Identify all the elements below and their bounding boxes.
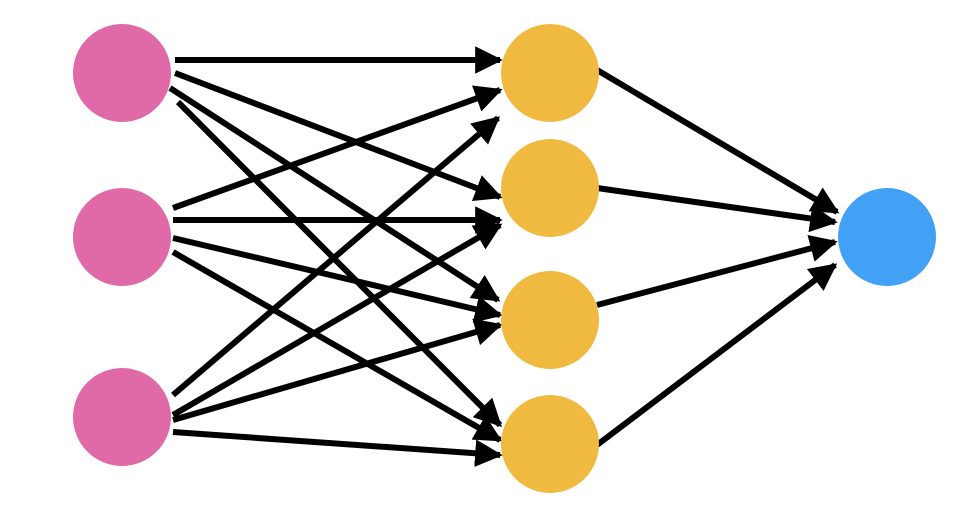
edge-input1-hidden3 (168, 85, 501, 303)
edge-hidden2-output1 (596, 185, 838, 233)
input-node-1 (73, 24, 171, 122)
edge-input2-hidden3 (172, 235, 503, 323)
edge-input3-hidden1 (171, 115, 501, 398)
edge-input2-hidden4 (171, 249, 503, 443)
edge-input3-hidden4 (172, 429, 503, 468)
edge-input2-hidden1 (171, 85, 503, 211)
input-node-2 (73, 188, 171, 286)
edge-input3-hidden2 (171, 222, 503, 418)
hidden-node-4 (501, 395, 599, 493)
output-node-1 (838, 188, 936, 286)
edge-input1-hidden2 (173, 70, 503, 202)
edges (168, 46, 840, 468)
hidden-node-2 (501, 139, 599, 237)
hidden-node-3 (501, 271, 599, 369)
hidden-node-1 (501, 24, 599, 122)
edge-hidden3-output1 (596, 235, 838, 308)
input-node-3 (73, 368, 171, 466)
edge-input3-hidden3 (172, 318, 503, 423)
edge-hidden1-output1 (595, 67, 840, 215)
edge-hidden4-output1 (595, 262, 838, 448)
edge-input1-hidden4 (175, 99, 503, 428)
nodes (73, 24, 936, 493)
